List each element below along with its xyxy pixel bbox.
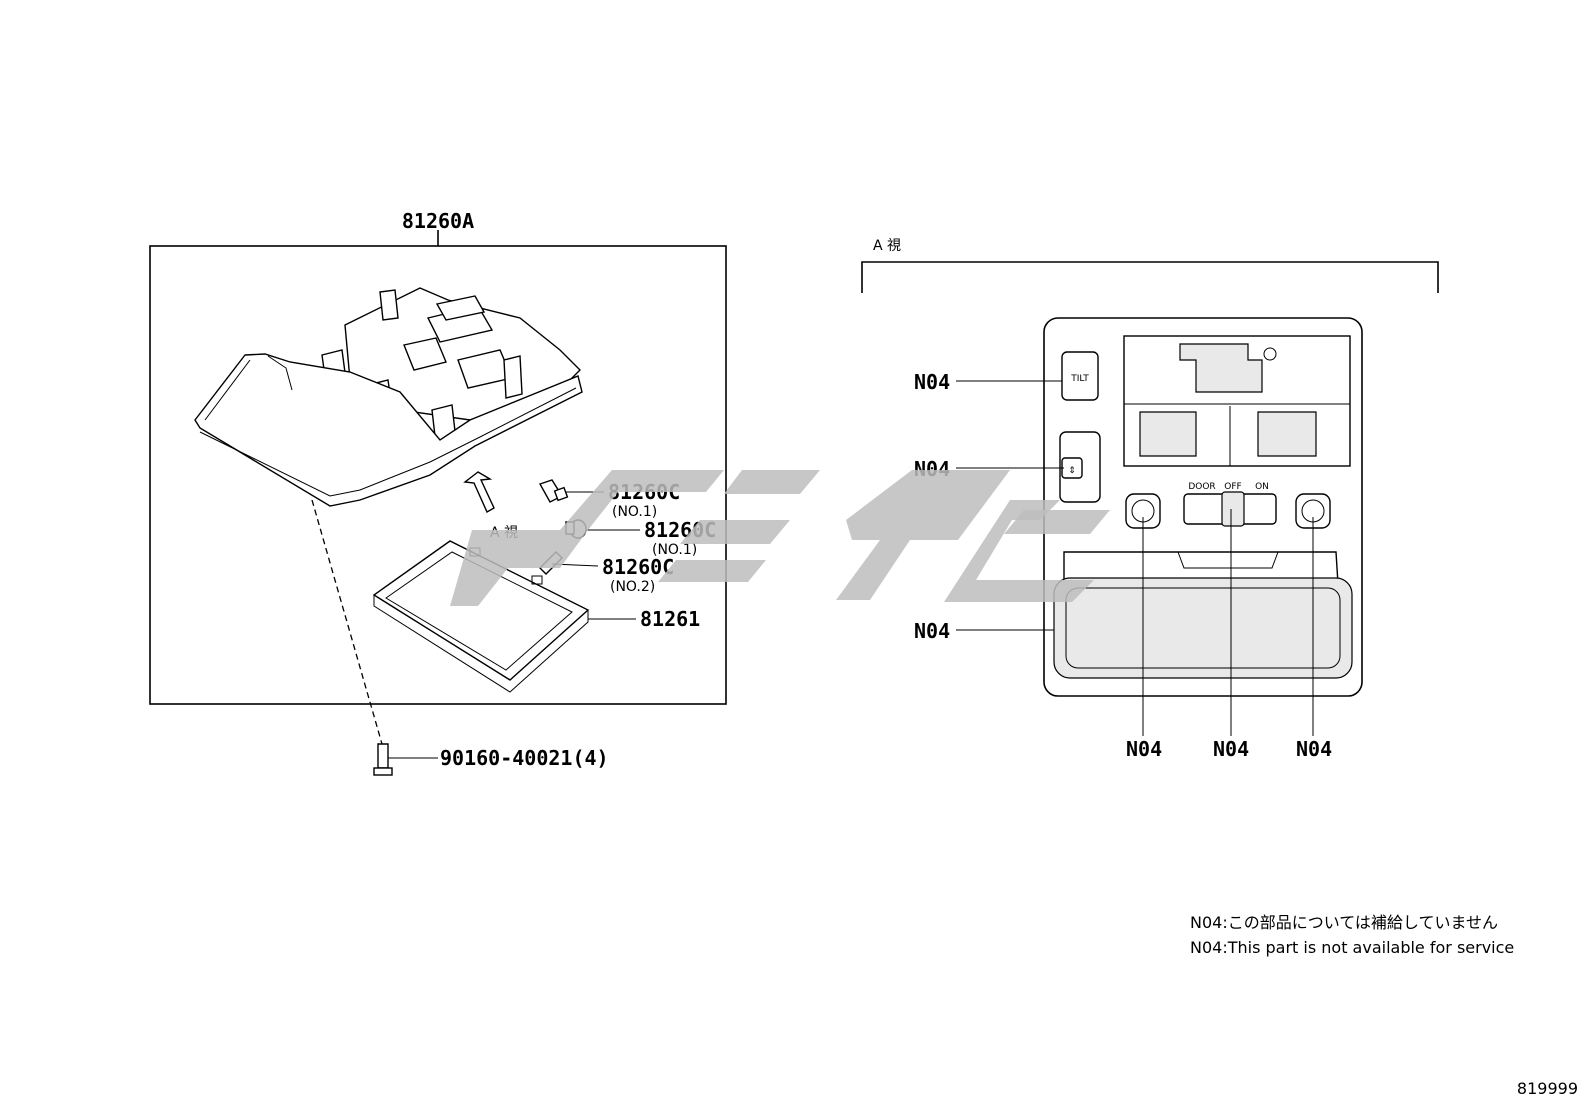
updown-glyph: ⇕ — [1068, 466, 1076, 476]
label-81260c-3: 81260C — [602, 555, 674, 579]
callout-n04-holder: N04 — [914, 619, 950, 643]
view-a-arrow — [463, 471, 495, 513]
callout-n04-left-lamp: N04 — [1126, 737, 1162, 761]
console-front: TILT ⇕ DOOR OFF ON — [1043, 317, 1363, 697]
assembly-frame — [149, 230, 727, 705]
watermark-logo — [450, 470, 1110, 606]
sunglass-holder — [1053, 577, 1353, 679]
note-en: N04:This part is not available for servi… — [1190, 938, 1514, 957]
view-a-bracket — [861, 261, 1439, 293]
switch-label-off: OFF — [1224, 482, 1241, 492]
label-no1-a: (NO.1) — [612, 504, 657, 520]
note-ja: N04:この部品については補給していません — [1190, 913, 1498, 932]
diagram-id: 819999 — [1517, 1079, 1578, 1098]
callout-n04-tilt: N04 — [914, 370, 950, 394]
callout-n04-right-lamp: N04 — [1296, 737, 1332, 761]
map-lamp-housing — [194, 287, 583, 507]
tilt-label: TILT — [1070, 374, 1089, 384]
label-no2: (NO.2) — [610, 579, 655, 595]
tilt-button — [1061, 351, 1099, 401]
label-81261: 81261 — [640, 607, 700, 631]
leader-lines — [956, 380, 1314, 736]
callout-n04-slider: N04 — [1213, 737, 1249, 761]
lens-cover — [372, 540, 636, 693]
switch-label-door: DOOR — [1188, 482, 1215, 492]
view-a-title: A 視 — [873, 238, 901, 254]
screw — [311, 499, 438, 776]
label-no1-b: (NO.1) — [652, 542, 697, 558]
label-81260a: 81260A — [402, 209, 474, 233]
switch-label-on: ON — [1255, 482, 1269, 492]
label-screw: 90160-40021(4) — [440, 746, 609, 770]
